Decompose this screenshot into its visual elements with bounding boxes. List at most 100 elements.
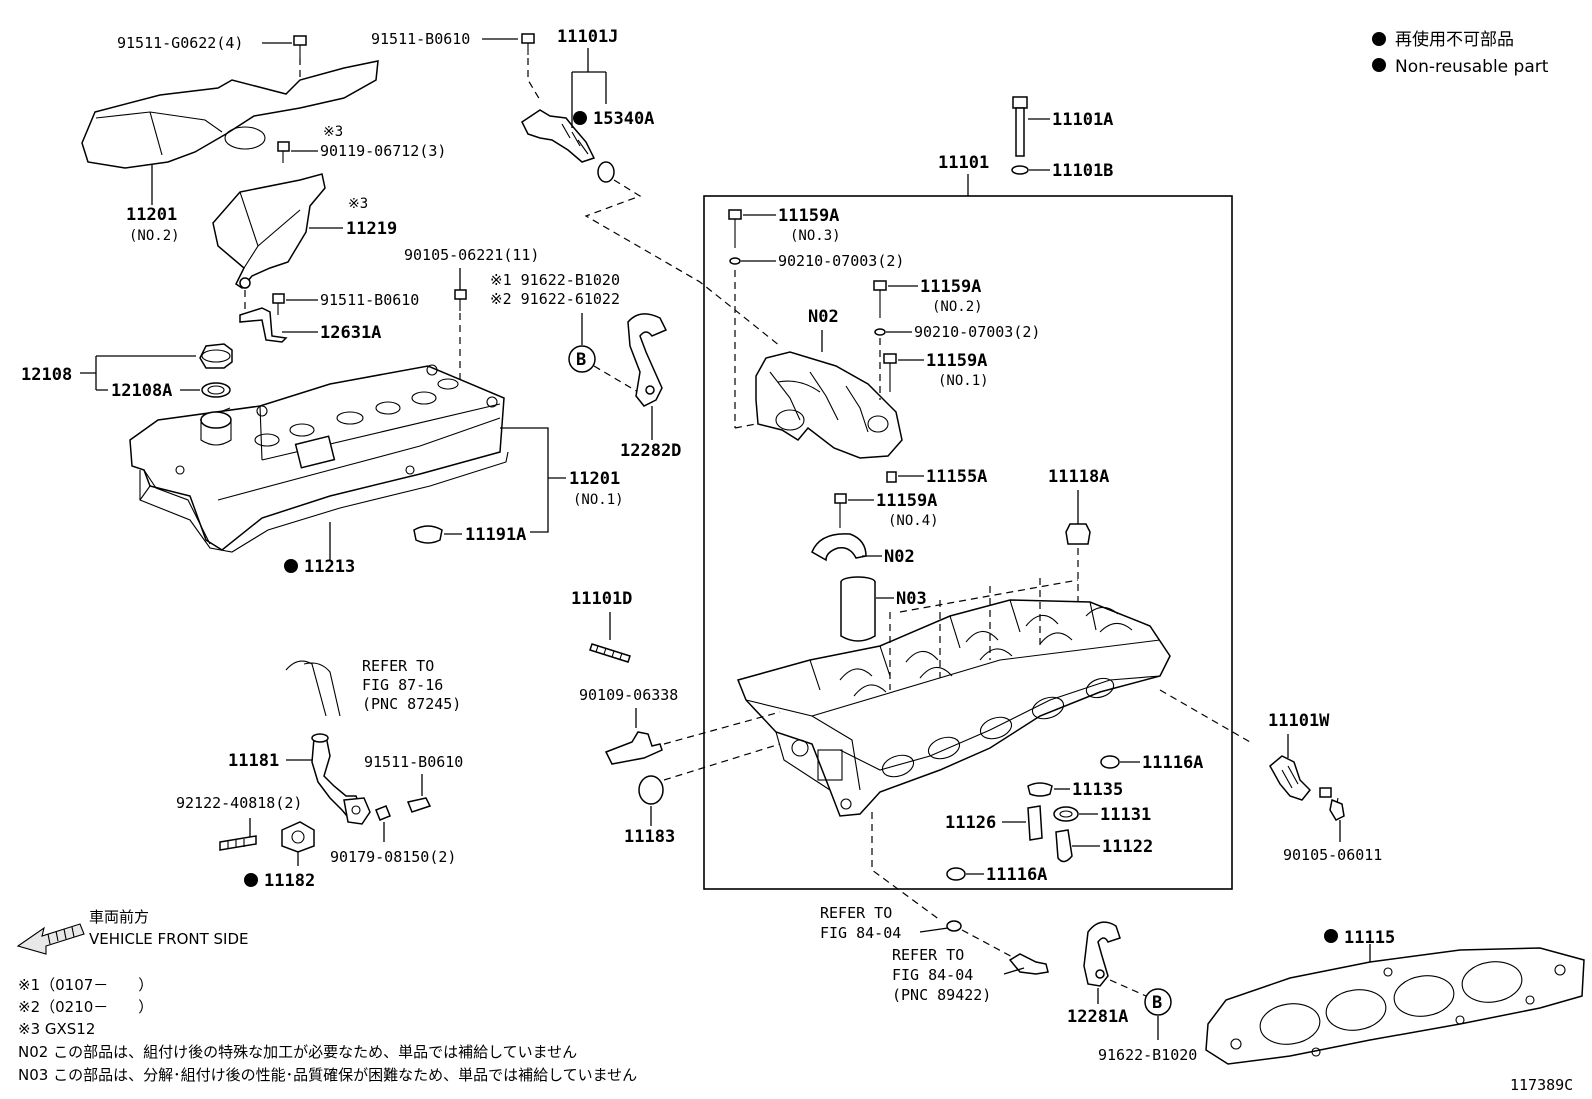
part-label-12108: 12108 — [21, 365, 72, 385]
part-label-91622-b1020-low: 91622-B1020 — [1098, 1046, 1197, 1064]
part-label-11101w: 11101W — [1268, 711, 1330, 731]
part-label-90105-06011: 90105-06011 — [1283, 846, 1382, 864]
part-label-12108a: 12108A — [111, 381, 172, 401]
part-label-11101a: 11101A — [1052, 110, 1113, 130]
part-label-11219: 11219 — [346, 219, 397, 239]
cylinder-head-gasket-11115 — [1205, 947, 1585, 1065]
part-label-11159a-no2-sub: (NO.2) — [932, 299, 983, 315]
non-reusable-dot-icon — [1324, 929, 1338, 943]
part-label-11116a-a: 11116A — [1142, 753, 1203, 773]
oil-control-valve — [521, 33, 781, 347]
part-label-90105-06221: 90105-06221(11) — [404, 246, 539, 264]
refer-3-line-c: (PNC 89422) — [892, 986, 991, 1004]
engine-cover-no2 — [81, 35, 379, 205]
part-label-11201-no1: 11201 — [569, 469, 620, 489]
part-label-11159a-no4-sub: (NO.4) — [888, 513, 939, 529]
note-n03: N03 この部品は、分解･組付け後の性能･品質確保が困難なため、単品では補給して… — [18, 1066, 637, 1084]
part-label-11118a: 11118A — [1048, 467, 1109, 487]
part-label-11126: 11126 — [945, 813, 996, 833]
part-label-11122: 11122 — [1102, 837, 1153, 857]
refer-1-line-b: FIG 87-16 — [362, 676, 443, 694]
part-label-11159a-no1-sub: (NO.1) — [938, 373, 989, 389]
cylinder-head — [736, 599, 1171, 817]
reference-bubble-b — [568, 345, 596, 373]
part-label-11159a-no2: 11159A — [920, 277, 981, 297]
part-label-11201-no2-sub: (NO.2) — [129, 228, 180, 244]
part-label-90109-06338: 90109-06338 — [579, 686, 678, 704]
non-reusable-dot-icon — [244, 873, 258, 887]
note-2: ※2（0210－ ） — [18, 998, 153, 1016]
bubble-b2-label: B — [1152, 993, 1162, 1013]
engine-hanger-12281a — [1083, 921, 1121, 987]
note-mark-3: ※3 — [323, 124, 343, 140]
water-bypass-pipe-11181 — [311, 733, 371, 825]
non-reusable-dot-icon — [284, 559, 298, 573]
reference-bubble-b — [1144, 988, 1172, 1016]
legend-non-reusable-ja: 再使用不可部品 — [1395, 29, 1514, 50]
part-label-n02-top: N02 — [808, 307, 839, 327]
part-label-15340a: 15340A — [593, 109, 654, 129]
note-mark-3: ※3 — [348, 196, 368, 212]
refer-3-line-b: FIG 84-04 — [892, 966, 973, 984]
part-label-12282d: 12282D — [620, 441, 681, 461]
non-reusable-dot-icon — [1372, 32, 1386, 46]
part-label-90210-07003-a: 90210-07003(2) — [778, 252, 904, 270]
refer-2-line-a: REFER TO — [820, 904, 892, 922]
note-1: ※1（0107－ ） — [18, 976, 153, 994]
engine-hanger-12282d — [627, 313, 668, 407]
part-label-11159a-no4: 11159A — [876, 491, 937, 511]
cylinder-head-cover-11201 — [129, 364, 509, 553]
figure-id: 117389C — [1510, 1076, 1573, 1094]
part-label-11101d: 11101D — [571, 589, 632, 609]
legend-non-reusable-en: Non-reusable part — [1395, 57, 1549, 77]
non-reusable-dot-icon — [1372, 58, 1386, 72]
oil-filler-cap — [199, 343, 233, 398]
part-label-90179-08150: 90179-08150(2) — [330, 848, 456, 866]
part-label-11159a-no3: 11159A — [778, 206, 839, 226]
part-label-91511-b0610-top: 91511-B0610 — [371, 30, 470, 48]
vehicle-front-arrow-icon — [16, 923, 85, 955]
bolt-icon — [293, 35, 307, 46]
part-label-11135: 11135 — [1072, 780, 1123, 800]
part-label-11183: 11183 — [624, 827, 675, 847]
part-label-91622-b1020-m1: ※1 91622-B1020 — [490, 271, 620, 289]
part-label-90210-07003-b: 90210-07003(2) — [914, 323, 1040, 341]
refer-2-line-b: FIG 84-04 — [820, 924, 901, 942]
bolt-icon — [521, 33, 535, 44]
bubble-b-label: B — [576, 350, 586, 370]
part-label-12281a: 12281A — [1067, 1007, 1128, 1027]
part-label-91511-b0610-low: 91511-B0610 — [364, 753, 463, 771]
part-label-11159a-no3-sub: (NO.3) — [790, 228, 841, 244]
part-label-11159a-no1: 11159A — [926, 351, 987, 371]
refer-1-line-c: (PNC 87245) — [362, 695, 461, 713]
part-label-11181: 11181 — [228, 751, 279, 771]
part-label-n02-mid: N02 — [884, 547, 915, 567]
part-label-11182: 11182 — [264, 871, 315, 891]
part-label-11101b: 11101B — [1052, 161, 1113, 181]
part-label-11101: 11101 — [938, 153, 989, 173]
refer-1-line-a: REFER TO — [362, 657, 434, 675]
part-label-11201-no2: 11201 — [126, 205, 177, 225]
camshaft-housing — [755, 351, 903, 459]
part-label-92122-40818: 92122-40818(2) — [176, 794, 302, 812]
note-3: ※3 GXS12 — [18, 1020, 95, 1038]
refer-3-line-a: REFER TO — [892, 946, 964, 964]
part-label-11155a: 11155A — [926, 467, 987, 487]
part-label-91622-61022-m2: ※2 91622-61022 — [490, 290, 620, 308]
part-label-11131: 11131 — [1100, 805, 1151, 825]
non-reusable-dot-icon — [573, 111, 587, 125]
heat-shield-11219 — [212, 173, 326, 289]
part-label-n03: N03 — [896, 589, 927, 609]
note-n02: N02 この部品は、組付け後の特殊な加工が必要なため、単品では補給していません — [18, 1043, 577, 1061]
part-label-11213: 11213 — [304, 557, 355, 577]
part-label-11191a: 11191A — [465, 525, 526, 545]
part-label-11201-no1-sub: (NO.1) — [573, 492, 624, 508]
part-label-91511-b0610-mid: 91511-B0610 — [320, 291, 419, 309]
part-label-91511-g0622: 91511-G0622(4) — [117, 34, 243, 52]
front-label-en: VEHICLE FRONT SIDE — [89, 930, 249, 948]
front-label-ja: 車両前方 — [89, 908, 149, 926]
part-label-11116a-b: 11116A — [986, 865, 1047, 885]
legend: 再使用不可部品 Non-reusable part — [1372, 29, 1549, 77]
part-label-12631a: 12631A — [320, 323, 381, 343]
